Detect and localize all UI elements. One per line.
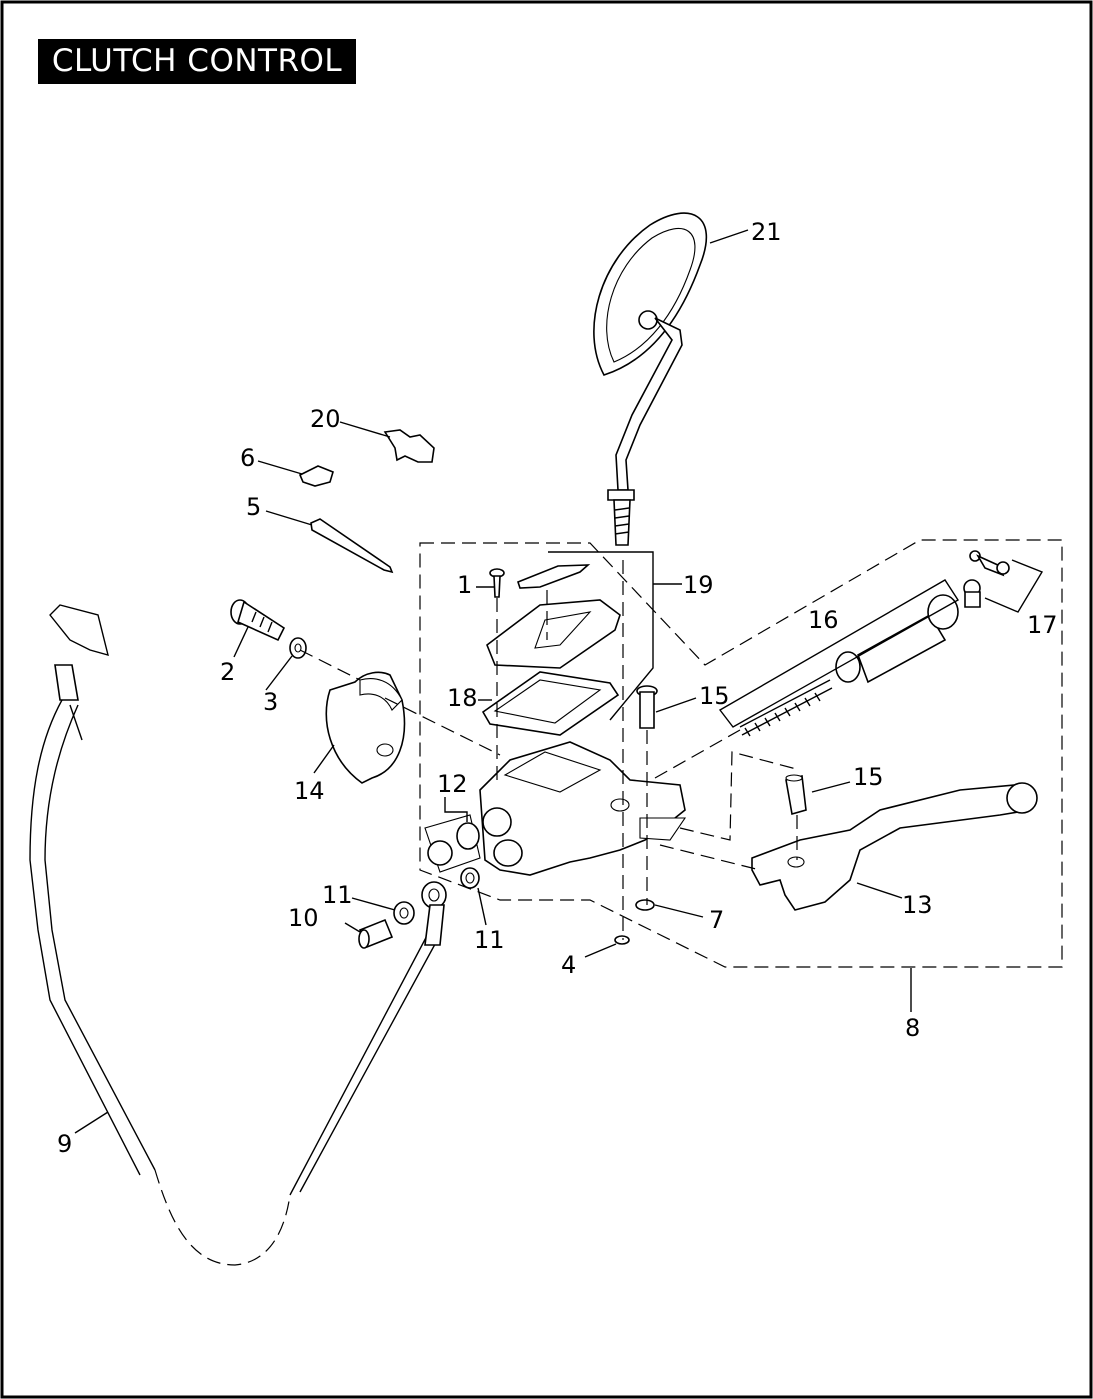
- assembly-line: [659, 844, 761, 871]
- callout-19: 19: [683, 571, 714, 599]
- clutch-lever-part-13: [751, 782, 1038, 911]
- clip-part-6: [298, 465, 334, 487]
- bolt-part-2: [230, 599, 286, 642]
- callout-3: 3: [263, 688, 278, 716]
- kit-outline-19: [419, 539, 1063, 968]
- banjo-fitting: [421, 881, 447, 946]
- callout-9: 9: [57, 1130, 72, 1158]
- cable-tie-part-5: [310, 518, 394, 574]
- callout-15b: 15: [853, 763, 884, 791]
- clutch-hose-part-9: [29, 604, 441, 1266]
- boot-part-17: [969, 550, 1010, 577]
- assembly-line: [679, 751, 801, 841]
- callout-6: 6: [240, 444, 255, 472]
- cover-part-19: [486, 564, 621, 669]
- callout-8: 8: [905, 1014, 920, 1042]
- callout-14: 14: [294, 777, 325, 805]
- callout-21: 21: [751, 218, 782, 246]
- callout-1: 1: [457, 571, 472, 599]
- washer-part-3: [289, 637, 307, 659]
- callout-11b: 11: [474, 926, 505, 954]
- washer-part-11-left: [393, 901, 415, 925]
- callout-2: 2: [220, 658, 235, 686]
- callout-10: 10: [288, 904, 319, 932]
- master-cylinder-body: [479, 741, 687, 876]
- callout-5: 5: [246, 493, 261, 521]
- assembly-line: [299, 649, 501, 756]
- callout-12: 12: [437, 770, 468, 798]
- washer-part-4: [614, 935, 630, 945]
- callout-18: 18: [447, 684, 478, 712]
- switch-part-12: [424, 814, 481, 873]
- clamp-part-14: [325, 671, 406, 784]
- callout-16: 16: [808, 606, 839, 634]
- bushing-part-15: [785, 774, 807, 816]
- gasket-part-18: [481, 671, 620, 736]
- screw-part-1: [489, 568, 505, 598]
- callout-4: 4: [561, 951, 576, 979]
- callout-20: 20: [310, 405, 341, 433]
- mirror-part-21: [593, 212, 708, 546]
- assembly-line: [654, 729, 741, 779]
- page-title: CLUTCH CONTROL: [38, 39, 356, 84]
- banjo-bolt-part-10: [358, 918, 394, 949]
- circlip-part-7: [635, 899, 655, 911]
- callout-15a: 15: [699, 682, 730, 710]
- washer-part-11-right: [460, 867, 480, 889]
- callout-11a: 11: [322, 881, 353, 909]
- callout-17: 17: [1027, 611, 1058, 639]
- callout-7: 7: [709, 906, 724, 934]
- clamp-clip-part-20: [383, 429, 435, 463]
- pivot-pin-part-15: [636, 685, 658, 729]
- piston-kit-part-16: [739, 579, 981, 737]
- leader-lines: [74, 229, 1044, 1134]
- callout-13: 13: [902, 891, 933, 919]
